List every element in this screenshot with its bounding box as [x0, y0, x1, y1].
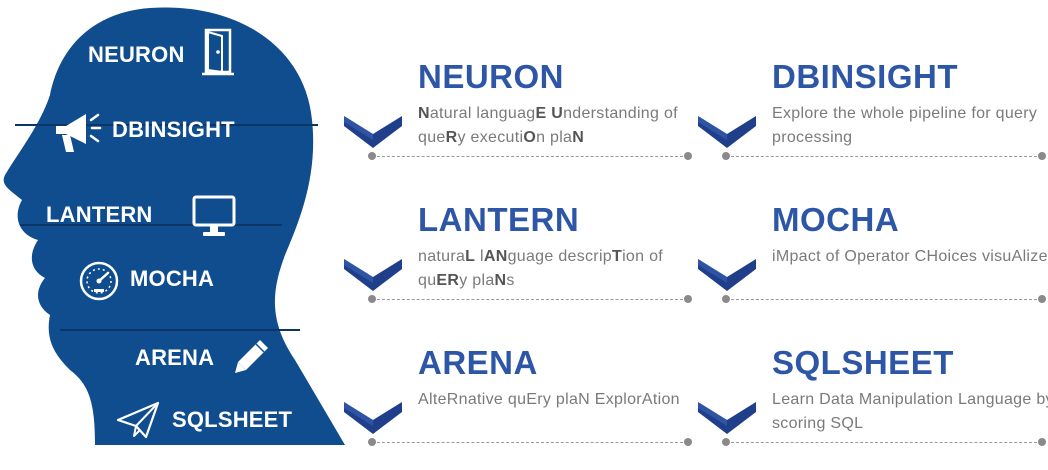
divider-dot — [368, 152, 376, 160]
divider-dot — [722, 152, 730, 160]
section-dividers — [15, 124, 318, 331]
tool-item-sqlsheet: SQLSHEET Learn Data Manipulation Language… — [698, 344, 1048, 464]
divider-dot — [1038, 438, 1046, 446]
chevron-down-icon — [344, 116, 402, 148]
description-segment: natura — [418, 248, 466, 265]
description-segment: L — [465, 248, 476, 265]
head-silhouette — [3, 7, 345, 446]
description-segment: atural languag — [429, 105, 536, 122]
description-segment: R — [445, 129, 458, 146]
tool-description: Natural languagE Understanding of queRy … — [418, 102, 708, 150]
tool-title: MOCHA — [772, 201, 900, 238]
description-segment: AlteRnative quEry plaN ExplorAtion — [418, 391, 680, 408]
description-segment: U — [551, 105, 564, 122]
monitor-icon — [192, 195, 236, 236]
divider-dot — [684, 438, 692, 446]
description-segment: guage descrip — [507, 248, 612, 265]
tool-item-mocha: MOCHA iMpact of Operator CHoices visuAliz… — [698, 201, 1048, 321]
tool-title: NEURON — [418, 58, 565, 95]
chevron-down-icon — [698, 402, 756, 434]
dashed-divider — [726, 299, 1042, 300]
description-segment: Learn Data Manipulation Language by scor… — [772, 391, 1048, 432]
description-segment: n pla — [536, 129, 573, 146]
chevron-down-icon — [344, 402, 402, 434]
description-segment: s — [506, 272, 515, 289]
head-label-dbinsight: DBINSIGHT — [112, 117, 235, 142]
description-segment: Explore the whole pipeline for query pro… — [772, 105, 1038, 146]
tool-title: SQLSHEET — [772, 344, 954, 381]
paper-plane-icon — [116, 401, 160, 439]
tool-item-arena: ARENA AlteRnative quEry plaN ExplorAtion — [344, 344, 692, 464]
tool-description: AlteRnative quEry plaN ExplorAtion — [418, 388, 708, 412]
description-segment: O — [523, 129, 537, 146]
gauge-icon — [79, 261, 119, 301]
door-icon — [202, 28, 234, 76]
dashed-divider — [372, 299, 688, 300]
description-segment: iMpact of Operator CHoices visuAlizer — [772, 248, 1048, 265]
divider-dot — [1038, 295, 1046, 303]
description-segment: T — [612, 248, 623, 265]
divider-dot — [722, 295, 730, 303]
head-label-lantern: LANTERN — [46, 202, 153, 227]
head-shape — [3, 7, 345, 446]
tool-description: naturaL lANguage descripTion of quERy pl… — [418, 245, 708, 293]
dashed-divider — [726, 442, 1042, 443]
tool-description: Learn Data Manipulation Language by scor… — [772, 388, 1048, 436]
chevron-down-icon — [698, 259, 756, 291]
tool-description: iMpact of Operator CHoices visuAlizer — [772, 245, 1048, 269]
megaphone-icon — [56, 113, 102, 152]
divider-dot — [368, 295, 376, 303]
head-label-neuron: NEURON — [88, 42, 185, 67]
description-segment: N — [418, 105, 430, 122]
description-segment: ion of qu — [418, 248, 664, 289]
head-label-arena: ARENA — [135, 345, 215, 370]
tool-item-neuron: NEURON Natural languagE Understanding of … — [344, 58, 692, 178]
description-segment: ER — [436, 272, 460, 289]
description-segment: E — [535, 105, 547, 122]
divider-dot — [1038, 152, 1046, 160]
divider-dot — [368, 438, 376, 446]
tool-title: DBINSIGHT — [772, 58, 958, 95]
dashed-divider — [372, 156, 688, 157]
description-segment: AN — [483, 248, 508, 265]
tool-item-dbinsight: DBINSIGHT Explore the whole pipeline for … — [698, 58, 1046, 178]
description-segment: y executi — [457, 129, 524, 146]
description-segment: l — [475, 248, 484, 265]
divider-dot — [684, 152, 692, 160]
tool-description: Explore the whole pipeline for query pro… — [772, 102, 1048, 150]
divider-dot — [684, 295, 692, 303]
tool-title: ARENA — [418, 344, 538, 381]
description-segment: N — [572, 129, 585, 146]
head-label-mocha: MOCHA — [130, 266, 215, 291]
head-label-sqlsheet: SQLSHEET — [172, 407, 293, 432]
description-segment: nderstanding of que — [418, 105, 678, 146]
pencil-icon — [235, 340, 268, 373]
divider-dot — [722, 438, 730, 446]
tool-item-lantern: LANTERN naturaL lANguage descripTion of q… — [344, 201, 692, 321]
dashed-divider — [726, 156, 1042, 157]
dashed-divider — [372, 442, 688, 443]
description-segment: y pla — [459, 272, 495, 289]
chevron-down-icon — [698, 116, 756, 148]
tool-title: LANTERN — [418, 201, 580, 238]
description-segment: N — [494, 272, 507, 289]
chevron-down-icon — [344, 259, 402, 291]
